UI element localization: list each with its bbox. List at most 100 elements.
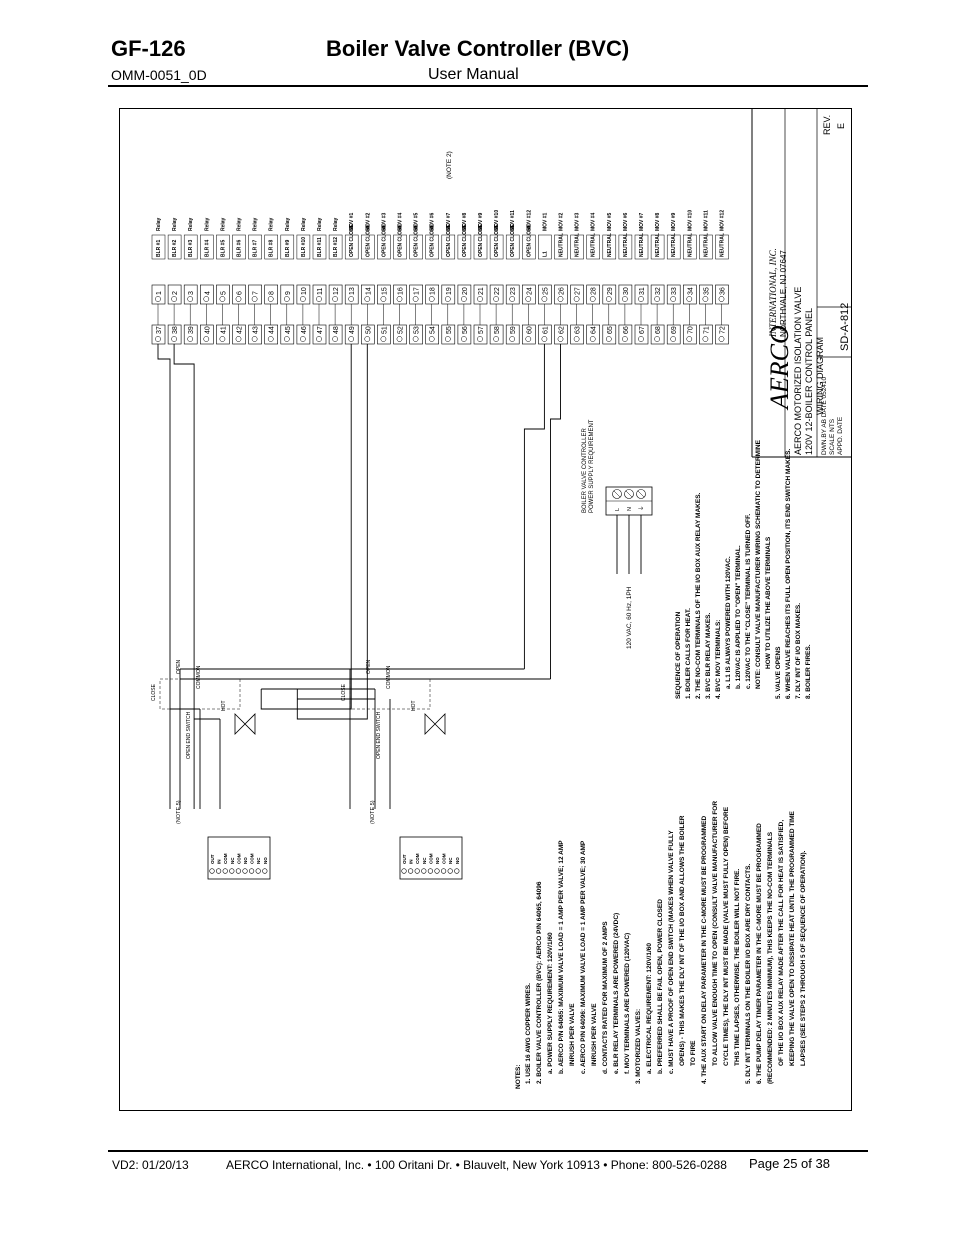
terminal-box-right bbox=[570, 284, 584, 305]
wire bbox=[260, 344, 352, 710]
tb-line3: WIRING DIAGRAM bbox=[815, 337, 825, 415]
terminal-box-right bbox=[715, 284, 729, 305]
terminal-screw bbox=[589, 296, 596, 302]
terminal-screw bbox=[348, 296, 355, 302]
terminal-box-right bbox=[232, 284, 246, 305]
io-terminal bbox=[255, 868, 261, 874]
model-number: GF-126 bbox=[111, 36, 186, 61]
io-pin-label: NO bbox=[455, 857, 460, 864]
io-terminal bbox=[229, 868, 235, 874]
io-terminal bbox=[249, 868, 255, 874]
terminal-number-right: 18 bbox=[430, 287, 437, 295]
terminal-function-label: BLR #4 bbox=[204, 240, 210, 257]
terminal-number-right: 8 bbox=[269, 291, 276, 295]
terminal-function-box bbox=[554, 234, 568, 260]
valve-switch-label: OPEN END SWITCH bbox=[186, 711, 192, 759]
terminal-screw bbox=[219, 296, 226, 302]
terminal-box-left bbox=[151, 324, 166, 345]
terminal-box-left bbox=[377, 324, 391, 345]
terminal-screw bbox=[444, 296, 451, 302]
terminal-function-label: BLR #11 bbox=[317, 237, 323, 257]
terminal-relay-label: MOV #4 bbox=[398, 212, 404, 231]
terminal-function-label: OPEN CLOSE bbox=[365, 224, 371, 257]
terminal-function-box bbox=[216, 234, 230, 260]
terminal-box-right bbox=[699, 284, 713, 305]
terminal-screw bbox=[171, 296, 177, 302]
terminal-box-right bbox=[328, 284, 343, 305]
terminal-number-left: 59 bbox=[510, 326, 517, 334]
terminal-function-box bbox=[312, 234, 327, 260]
terminal-box-left bbox=[232, 324, 246, 345]
terminal-number-left: 62 bbox=[559, 326, 566, 334]
terminal-number-right: 32 bbox=[655, 287, 662, 295]
terminal-function-label: BLR #7 bbox=[253, 240, 259, 257]
terminal-relay-label: Relay bbox=[172, 217, 178, 231]
terminal-relay-label: Relay bbox=[333, 217, 339, 231]
terminal-relay-label: Relay bbox=[220, 217, 226, 231]
terminal-function-box bbox=[425, 234, 439, 260]
terminal-number-right: 10 bbox=[301, 287, 308, 295]
terminal-box-left bbox=[699, 324, 713, 345]
terminal-function-label: OPEN CLOSE bbox=[349, 224, 355, 257]
valve-close-label: CLOSE bbox=[151, 683, 157, 701]
terminal-box-right bbox=[473, 284, 488, 305]
terminal-function-label: OPEN CLOSE bbox=[526, 224, 532, 257]
terminal-screw bbox=[267, 296, 274, 302]
terminal-screw bbox=[412, 296, 419, 302]
terminal-box-right bbox=[151, 284, 166, 305]
terminal-box-left bbox=[296, 324, 311, 345]
terminal-number-left: 54 bbox=[430, 326, 437, 334]
terminal-number-right: 3 bbox=[188, 291, 195, 295]
terminal-function-box bbox=[328, 234, 343, 260]
terminal-number-left: 41 bbox=[220, 326, 227, 334]
terminal-box-right bbox=[344, 284, 359, 305]
terminal-number-right: 29 bbox=[607, 287, 614, 295]
terminal-screw bbox=[670, 296, 677, 302]
terminal-box-left bbox=[538, 324, 552, 345]
terminal-function-label: NEUTRAL bbox=[687, 233, 693, 257]
terminal-box-left bbox=[505, 324, 520, 345]
tb-drawn: DWN.BY AB DATE 052410 bbox=[821, 376, 828, 455]
terminal-screw bbox=[573, 296, 580, 302]
power-label-1: BOILER VALVE CONTROLLER bbox=[582, 428, 588, 513]
io-pin-label: COM bbox=[442, 853, 447, 864]
terminal-number-right: 35 bbox=[703, 287, 710, 295]
io-terminal bbox=[414, 868, 420, 874]
terminal-number-right: 9 bbox=[285, 291, 292, 295]
terminal-screw bbox=[428, 336, 435, 342]
io-pin-label: NC bbox=[256, 857, 261, 864]
io-pin-label: NO bbox=[243, 857, 248, 864]
terminal-number-left: 60 bbox=[526, 326, 533, 334]
terminal-box-left bbox=[393, 324, 407, 345]
terminal-box-left bbox=[361, 324, 375, 345]
terminal-function-box bbox=[151, 234, 166, 260]
notes-line: OF THE I/O BOX AUX RELAY MADE AFTER THE … bbox=[778, 820, 785, 1066]
terminal-relay-label: MOV #9 bbox=[671, 212, 677, 231]
terminal-number-left: 67 bbox=[639, 326, 646, 334]
footer-address: AERCO International, Inc. • 100 Oritani … bbox=[226, 1158, 727, 1172]
terminal-function-label: OPEN CLOSE bbox=[414, 224, 420, 257]
terminal-screw bbox=[171, 336, 177, 342]
terminal-relay-label: MOV #5 bbox=[607, 212, 613, 231]
terminal-screw bbox=[219, 336, 226, 342]
terminal-box-right bbox=[216, 284, 230, 305]
terminal-number-left: 69 bbox=[671, 326, 678, 334]
terminal-number-right: 5 bbox=[220, 291, 227, 295]
terminal-screw bbox=[300, 336, 306, 342]
wiring-diagram: AERCO INTERNATIONAL, INC. NORTHVALE, NJ … bbox=[151, 109, 851, 1089]
terminal-number-left: 64 bbox=[591, 326, 598, 334]
terminal-screw bbox=[283, 296, 290, 302]
terminal-number-left: 39 bbox=[188, 326, 195, 334]
terminal-screw bbox=[332, 336, 338, 342]
terminal-screw bbox=[493, 296, 499, 302]
terminal-screw bbox=[203, 296, 210, 302]
terminal-function-label: BLR #6 bbox=[237, 240, 243, 257]
terminal-screw bbox=[348, 336, 355, 342]
terminal-function-box bbox=[683, 234, 697, 260]
terminal-number-left: 48 bbox=[333, 326, 340, 334]
terminal-box-right bbox=[634, 284, 649, 305]
notes-line: 4. THE AUX START ON DELAY PARAMETER IN T… bbox=[701, 815, 708, 1084]
sequence-line: 3. BVC BLR RELAY MAKES. bbox=[705, 612, 712, 699]
terminal-box-left bbox=[666, 324, 681, 345]
terminal-box-right bbox=[521, 284, 536, 305]
